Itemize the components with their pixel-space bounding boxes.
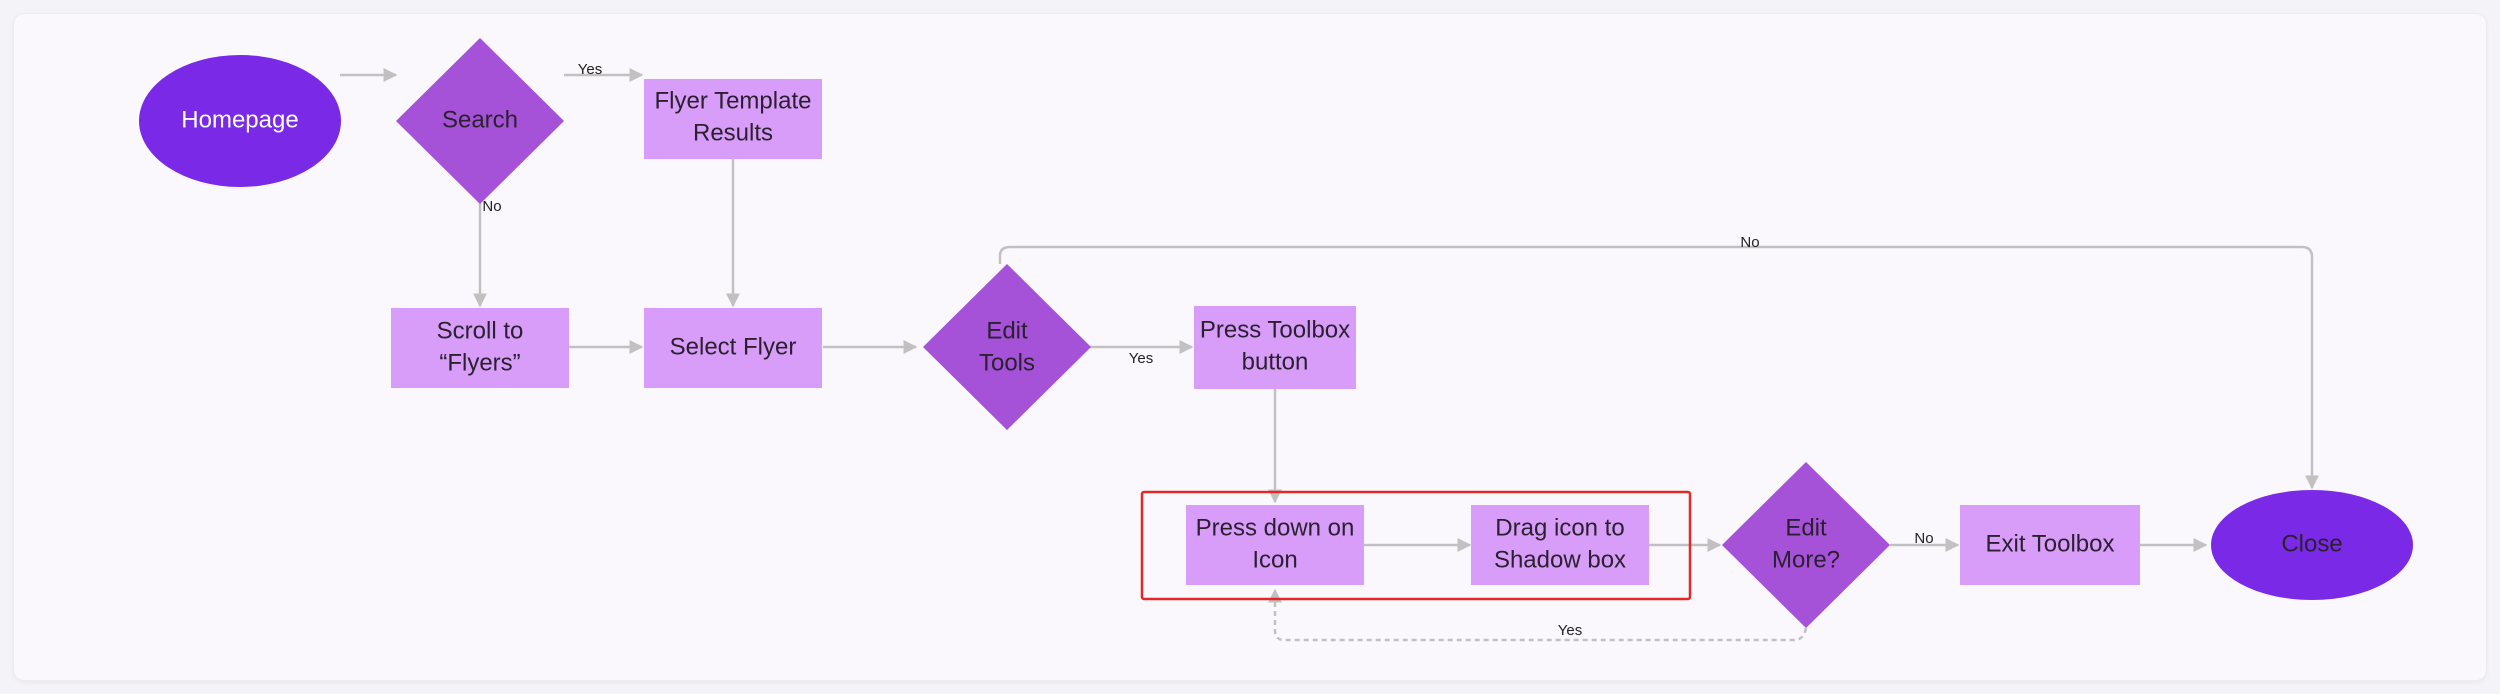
node-search[interactable]: Search: [396, 38, 564, 204]
node-select-flyer-label: Select Flyer: [670, 333, 797, 360]
highlight-box: [1140, 490, 1692, 601]
node-press-toolbox-button-line1: Press Toolbox: [1200, 316, 1350, 343]
node-homepage-label: Homepage: [181, 106, 298, 133]
node-scroll-to-flyers-line2: “Flyers”: [439, 349, 520, 376]
edge-label-edit-tools-yes: Yes: [1129, 350, 1153, 367]
node-press-toolbox-button-line2: button: [1242, 348, 1309, 375]
node-edit-more-line2: More?: [1772, 546, 1840, 573]
node-edit-tools-line1: Edit: [986, 317, 1028, 344]
node-scroll-to-flyers-line1: Scroll to: [437, 317, 524, 344]
edge-label-search-no: No: [482, 198, 501, 215]
node-homepage[interactable]: Homepage: [139, 55, 341, 187]
node-drag-icon-to-shadow-box[interactable]: Drag icon to Shadow box: [1471, 505, 1649, 585]
node-close-label: Close: [2281, 530, 2342, 557]
node-edit-more[interactable]: Edit More?: [1722, 462, 1890, 628]
edge-label-edit-tools-no: No: [1740, 234, 1759, 251]
edge-edit-more-press-icon: [1268, 588, 1808, 642]
node-press-down-on-icon-line1: Press down on: [1196, 514, 1355, 541]
node-exit-toolbox-label: Exit Toolbox: [1986, 530, 2115, 557]
node-edit-more-line1: Edit: [1785, 514, 1827, 541]
node-select-flyer[interactable]: Select Flyer: [644, 308, 822, 388]
edge-label-edit-more-no: No: [1914, 530, 1933, 547]
edge-edit-tools-close: [998, 245, 2319, 490]
node-close[interactable]: Close: [2211, 490, 2413, 600]
node-search-label: Search: [442, 106, 518, 133]
node-press-down-on-icon[interactable]: Press down on Icon: [1186, 505, 1364, 585]
edge-label-edit-more-yes: Yes: [1558, 622, 1582, 639]
edge-label-search-yes: Yes: [578, 61, 602, 78]
node-flyer-template-results-line1: Flyer Template: [655, 87, 812, 114]
node-drag-icon-line1: Drag icon to: [1495, 514, 1624, 541]
node-exit-toolbox[interactable]: Exit Toolbox: [1960, 505, 2140, 585]
node-press-toolbox-button[interactable]: Press Toolbox button: [1194, 306, 1356, 389]
node-scroll-to-flyers[interactable]: Scroll to “Flyers”: [391, 308, 569, 388]
node-edit-tools[interactable]: Edit Tools: [923, 264, 1091, 430]
flowchart: Yes No Yes No No Yes Homepage Search Fly…: [139, 38, 2413, 642]
node-edit-tools-line2: Tools: [979, 349, 1035, 376]
diagram-canvas: Yes No Yes No No Yes Homepage Search Fly…: [14, 14, 2486, 680]
node-press-down-on-icon-line2: Icon: [1252, 546, 1297, 573]
node-drag-icon-line2: Shadow box: [1494, 546, 1626, 573]
node-flyer-template-results[interactable]: Flyer Template Results: [644, 79, 822, 159]
node-flyer-template-results-line2: Results: [693, 119, 773, 146]
